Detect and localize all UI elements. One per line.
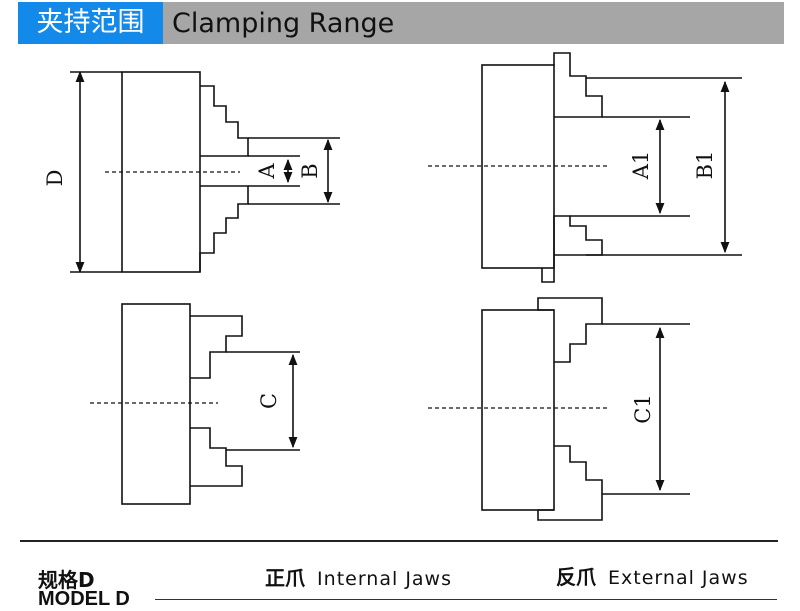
chuck-internal-jaws-ab: [70, 70, 340, 274]
chuck-body: [121, 303, 191, 505]
section-title-english: Clamping Range: [172, 8, 395, 39]
label-c1: C1: [631, 394, 655, 423]
chuck-internal-jaws-c: [90, 303, 300, 505]
column-header-internal-en: Internal Jaws: [317, 568, 452, 590]
label-a: A: [255, 163, 279, 180]
column-header-external-en: External Jaws: [608, 567, 749, 589]
column-header-model-cn: 规格D: [38, 568, 95, 592]
upper-jaw: [190, 315, 243, 379]
column-header-external: 反爪 External Jaws: [556, 561, 749, 590]
column-header-internal: 正爪 Internal Jaws: [265, 562, 452, 591]
label-b1: B1: [693, 151, 717, 180]
upper-jaw: [553, 52, 603, 118]
table-second-rule: [155, 599, 777, 600]
label-d: D: [43, 170, 67, 187]
section-title-chinese: 夹持范围: [18, 2, 163, 44]
label-c: C: [257, 393, 281, 409]
lower-jaw-base: [541, 268, 555, 283]
label-b: B: [298, 163, 322, 178]
column-header-external-cn: 反爪: [556, 565, 596, 589]
upper-jaw: [200, 85, 249, 157]
chuck-external-jaws-c1: [428, 297, 690, 521]
chuck-external-jaws-a1b1: [428, 52, 742, 283]
table-top-rule: [20, 540, 778, 542]
chuck-body: [481, 309, 555, 511]
column-header-internal-cn: 正爪: [265, 566, 305, 590]
label-a1: A1: [629, 151, 653, 181]
lower-jaw: [190, 427, 243, 487]
header-bar: 夹持范围 Clamping Range: [18, 2, 784, 44]
lower-jaw: [537, 445, 603, 521]
lower-jaw: [553, 215, 603, 268]
lower-jaw: [199, 185, 249, 272]
upper-jaw: [537, 297, 603, 363]
column-header-model-en: MODEL D: [38, 588, 130, 610]
